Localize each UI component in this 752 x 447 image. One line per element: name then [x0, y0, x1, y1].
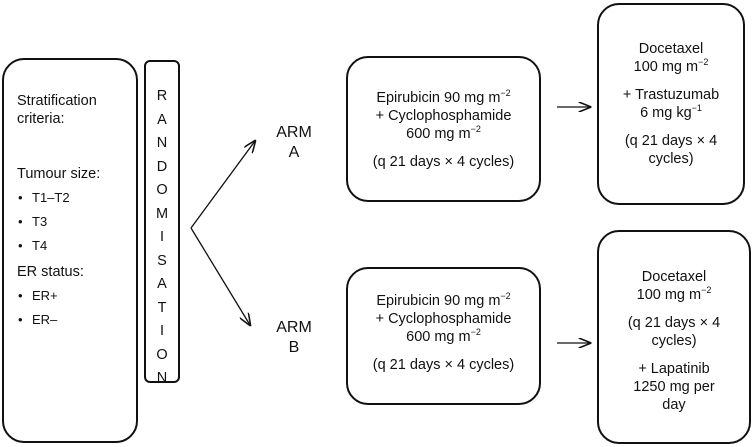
arm-b-schedule: (q 21 days × 4 cycles): [372, 357, 515, 373]
arm-b-initial-box: [346, 267, 541, 405]
arm-a-regimen-line2: + Cyclophosphamide: [375, 108, 512, 124]
randomisation-letter: N: [156, 370, 168, 386]
arm-b-label-line1: ARM: [276, 319, 312, 336]
stratification-title: Stratification criteria:: [17, 92, 97, 128]
er-status-heading: ER status:: [17, 264, 84, 280]
randomisation-letter: A: [157, 111, 167, 128]
arm-a-label-line2: A: [288, 144, 300, 161]
arm-b-regimen-line2: + Cyclophosphamide: [375, 311, 512, 327]
arm-b-label-line2: B: [288, 339, 300, 356]
arm-a-label-line1: ARM: [276, 124, 312, 141]
arrow-to-arm-a: [190, 141, 255, 229]
arm-b-regimen: Epirubicin 90 mg m−2 + Cyclophosphamide …: [346, 292, 541, 374]
randomisation-letter: N: [156, 135, 168, 151]
arm-b-followup-schedule2: cycles): [651, 333, 697, 349]
arm-b-regimen-line3: 600 mg m−2: [406, 327, 481, 345]
arm-a-label: ARM A: [270, 123, 318, 163]
randomisation-letter: I: [159, 229, 165, 245]
arm-a-followup-box: [597, 3, 745, 205]
randomisation-letter: R: [156, 88, 168, 104]
arm-a-regimen-line3: 600 mg m−2: [406, 124, 481, 142]
stratification-box: [2, 58, 138, 443]
arm-b-followup-line2: 100 mg m−2: [636, 285, 712, 303]
arm-a-regimen-line1: Epirubicin 90 mg m−2: [376, 88, 511, 106]
randomisation-letter: O: [156, 182, 168, 198]
arm-b-label: ARM B: [270, 318, 318, 358]
randomisation-letter: O: [156, 346, 168, 363]
arm-b-followup-line3: + Lapatinib: [638, 361, 710, 377]
arm-a-regimen: Epirubicin 90 mg m−2 + Cyclophosphamide …: [346, 89, 541, 171]
er-item-1: ER+: [18, 287, 57, 305]
arm-a-followup-line4: 6 mg kg−1: [640, 103, 702, 121]
randomisation-letter: A: [157, 276, 167, 292]
arm-b-followup-line4: 1250 mg per: [633, 379, 715, 395]
arm-a-followup-schedule2: cycles): [648, 151, 694, 167]
arm-a-followup-line3: + Trastuzumab: [622, 87, 720, 103]
tumour-item-1: T1–T2: [18, 189, 69, 207]
randomisation-letter: I: [159, 323, 165, 339]
randomisation-letter: T: [157, 299, 167, 316]
tumour-item-3: T4: [18, 237, 47, 255]
er-item-2: ER–: [18, 311, 57, 329]
stratification-title-line1: Stratification: [17, 93, 97, 109]
tumour-item-2: T3: [18, 213, 47, 231]
arm-b-followup-line5: day: [662, 397, 686, 413]
arm-a-schedule: (q 21 days × 4 cycles): [372, 154, 515, 170]
randomisation-letter: M: [155, 205, 169, 222]
tumour-size-heading: Tumour size:: [17, 166, 101, 182]
arm-b-followup-line1: Docetaxel: [641, 269, 707, 285]
arm-a-initial-box: [346, 56, 541, 202]
arm-a-followup-schedule1: (q 21 days × 4: [624, 133, 718, 149]
arm-a-followup-text: Docetaxel 100 mg m−2 + Trastuzumab 6 mg …: [597, 40, 745, 168]
arm-b-regimen-line1: Epirubicin 90 mg m−2: [376, 291, 511, 309]
arrow-to-arm-b: [190, 227, 250, 325]
arm-b-followup-box: [597, 230, 751, 444]
arm-b-followup-text: Docetaxel 100 mg m−2 (q 21 days × 4 cycl…: [597, 268, 751, 414]
arm-a-followup-line2: 100 mg m−2: [633, 57, 709, 75]
randomisation-box: [144, 60, 180, 383]
stratification-title-line2: criteria:: [17, 111, 65, 127]
randomisation-letter: D: [156, 158, 168, 175]
randomisation-letter: S: [157, 252, 167, 269]
arm-a-followup-line1: Docetaxel: [638, 41, 704, 57]
arm-b-followup-schedule1: (q 21 days × 4: [627, 315, 721, 331]
